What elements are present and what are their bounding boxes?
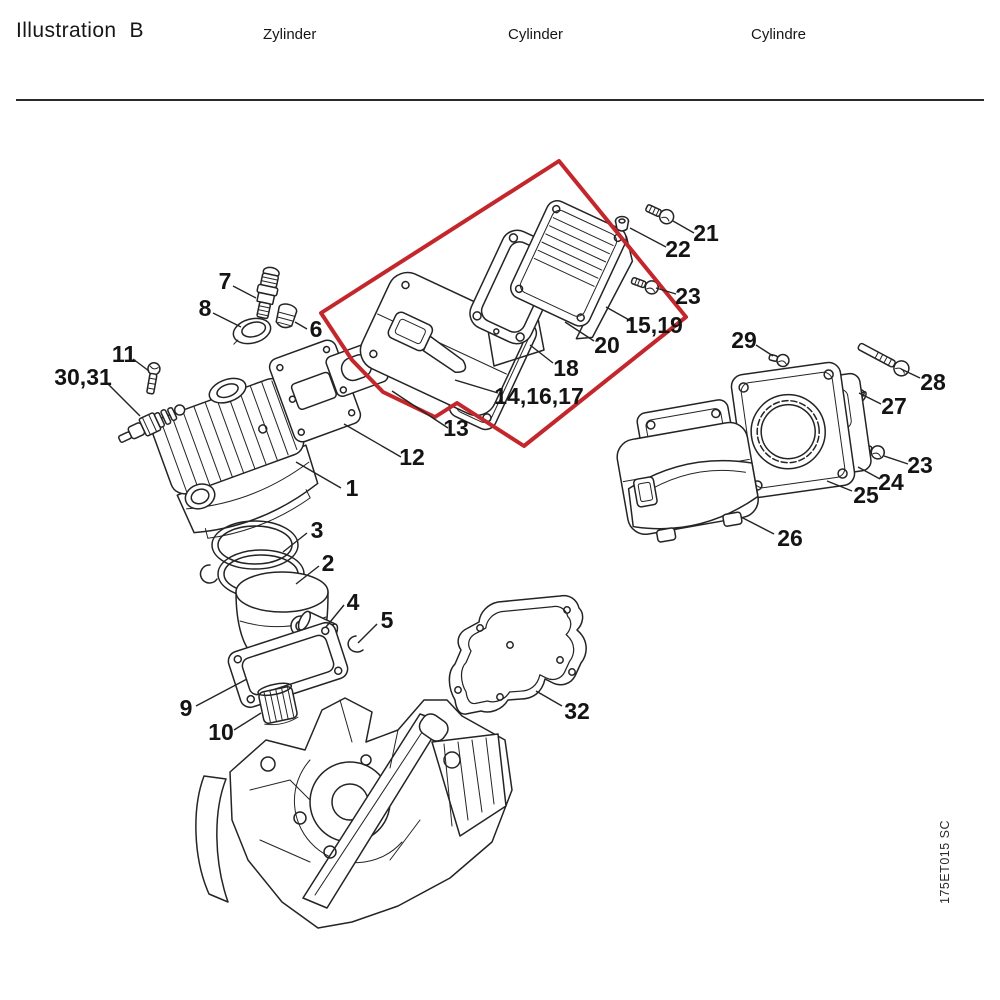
callout-29: 29 [731, 327, 757, 353]
callout-5: 5 [381, 607, 394, 633]
exhaust-port [184, 483, 216, 510]
leader-line [295, 461, 342, 489]
callout-14-16-17: 14,16,17 [494, 383, 584, 409]
callout-4: 4 [347, 589, 360, 615]
leader-line [195, 678, 248, 707]
leader-line [826, 480, 853, 492]
leader-line [755, 344, 774, 357]
callout-26: 26 [777, 525, 803, 551]
callout-15-19: 15,19 [625, 312, 683, 338]
spark-arrestor-25-drawing [730, 361, 872, 499]
leader-line [564, 321, 595, 342]
ring-clip [199, 564, 218, 584]
screw-21-drawing [645, 204, 675, 225]
nut-22-drawing [614, 215, 630, 232]
leader-line [232, 285, 257, 299]
leader-line [900, 368, 921, 379]
screw-29-drawing [768, 353, 790, 368]
callout-labels: 1 2 3 4 5 6 7 8 9 10 11 12 13 14,16,17 1… [54, 220, 946, 745]
callout-18: 18 [553, 355, 579, 381]
cooling-fins [160, 380, 298, 493]
language-label-french: Cylindre [751, 26, 807, 43]
page-title: Illustration B [16, 19, 144, 43]
page-title-word: Illustration [16, 19, 117, 42]
callout-24: 24 [878, 469, 904, 495]
callout-20: 20 [594, 332, 620, 358]
arrestor-rim [750, 393, 826, 470]
callout-30-31: 30,31 [54, 364, 112, 390]
leader-line [655, 287, 677, 295]
callout-9: 9 [180, 695, 193, 721]
callout-12: 12 [399, 444, 425, 470]
leader-line [343, 423, 402, 458]
callout-13: 13 [443, 415, 469, 441]
bolt-28-drawing [857, 342, 910, 377]
leader-line [212, 312, 242, 328]
muffler-26-drawing [616, 399, 759, 543]
language-label-german: Zylinder [263, 26, 317, 43]
leader-line [294, 321, 308, 330]
leader-line [233, 712, 262, 731]
callout-23-top: 23 [675, 283, 701, 309]
spark-plug-drawing [118, 404, 186, 443]
arrestor-screen [760, 403, 816, 460]
callout-6: 6 [310, 316, 323, 342]
highlight-outline [319, 159, 688, 448]
leader-line [325, 604, 345, 628]
leader-line [295, 565, 320, 585]
leader-line [858, 392, 882, 405]
crankcase-assembly-drawing [195, 697, 513, 929]
plate-code: 175ET015 SC [938, 820, 952, 904]
callout-23-right: 23 [907, 452, 933, 478]
callout-21: 21 [693, 220, 719, 246]
plug-6-drawing [275, 303, 298, 329]
leader-line [357, 623, 378, 644]
leader-line [454, 379, 499, 394]
cover-8-drawing [232, 317, 272, 345]
leader-line [282, 532, 308, 553]
cover-louvers [533, 217, 614, 287]
callout-32: 32 [564, 698, 590, 724]
valve-7-drawing [256, 266, 280, 320]
gasket-9-drawing [227, 621, 349, 709]
leader-line [857, 466, 881, 480]
screw-11-drawing [146, 362, 161, 395]
callout-3: 3 [311, 517, 324, 543]
callout-27: 27 [881, 393, 907, 419]
muffler-cover-drawing [509, 199, 634, 340]
callout-1: 1 [346, 475, 359, 501]
leader-line [529, 344, 554, 364]
language-label-english: Cylinder [508, 26, 564, 43]
callout-2: 2 [322, 550, 335, 576]
callout-11: 11 [112, 341, 137, 367]
screw-23-top-drawing [630, 276, 660, 295]
bearing-10-drawing [257, 682, 299, 726]
callout-25: 25 [853, 482, 879, 508]
leader-line [740, 516, 775, 535]
gasket-32-drawing [448, 594, 587, 715]
header-divider [16, 99, 984, 101]
leader-line [535, 690, 563, 707]
leader-line [132, 358, 150, 372]
muffler-deflector [422, 335, 467, 374]
callout-28: 28 [920, 369, 946, 395]
leader-line [605, 306, 632, 322]
leader-line [672, 220, 695, 234]
leader-line [629, 227, 667, 248]
circlip-5-drawing [347, 635, 364, 653]
callout-7: 7 [219, 268, 232, 294]
leader-line [391, 390, 449, 429]
callout-10: 10 [208, 719, 234, 745]
leader-lines [105, 220, 921, 731]
callout-8: 8 [199, 295, 212, 321]
callout-22: 22 [665, 236, 691, 262]
leader-line [883, 455, 909, 465]
page-title-code: B [129, 19, 144, 42]
leader-line [105, 381, 141, 417]
